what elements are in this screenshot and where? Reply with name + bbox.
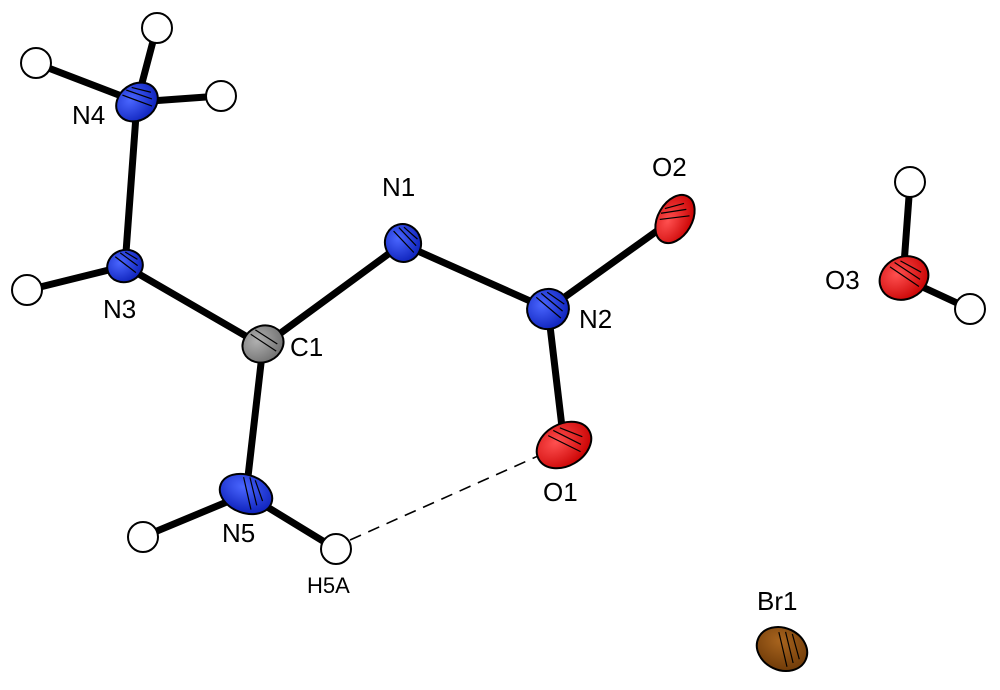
- atom-h-n4-right: [205, 80, 237, 112]
- hydrogen-bond-h5a-o1: [349, 451, 548, 541]
- atom-h-o3-right: [954, 293, 986, 325]
- bond-n3-c1: [121, 262, 267, 350]
- atom-n1: [383, 223, 423, 263]
- atom-o1: [535, 420, 593, 470]
- atom-h-n4-top: [141, 12, 173, 44]
- hydrogen-atoms: [11, 12, 986, 565]
- label-h5a: H5A: [307, 573, 350, 598]
- label-o1: O1: [543, 477, 578, 507]
- label-n5: N5: [222, 518, 255, 548]
- bond-n2-o2: [544, 214, 679, 313]
- atom-h-n5-left: [127, 521, 159, 553]
- atom-n3: [106, 248, 144, 284]
- atom-o3: [878, 255, 930, 301]
- atom-h-o3-top: [894, 166, 926, 198]
- atom-n2: [526, 287, 570, 331]
- label-n2: N2: [579, 304, 612, 334]
- atom-c1: [241, 324, 285, 364]
- label-c1: C1: [290, 332, 323, 362]
- atom-labels: N4 N3 C1 N1 N2 O2 O3 O1 N5 H5A Br1: [72, 100, 860, 616]
- bond-n1-n2: [398, 240, 552, 313]
- bond-n2-o1: [544, 305, 568, 448]
- label-br1: Br1: [757, 586, 797, 616]
- label-n1: N1: [382, 172, 415, 202]
- atom-br1: [755, 626, 809, 672]
- label-o2: O2: [652, 152, 687, 182]
- atom-h-n3: [11, 274, 43, 306]
- bond-c1-n5: [242, 342, 267, 498]
- label-n3: N3: [103, 294, 136, 324]
- atom-n4: [115, 81, 159, 123]
- bond-n4-n3: [121, 98, 141, 270]
- atom-h5a: [320, 533, 352, 565]
- bond-c1-n1: [259, 240, 406, 350]
- label-o3: O3: [825, 265, 860, 295]
- atom-n5: [218, 472, 274, 516]
- atom-h-n4-left: [20, 47, 52, 79]
- label-n4: N4: [72, 100, 105, 130]
- atom-o2: [654, 193, 696, 245]
